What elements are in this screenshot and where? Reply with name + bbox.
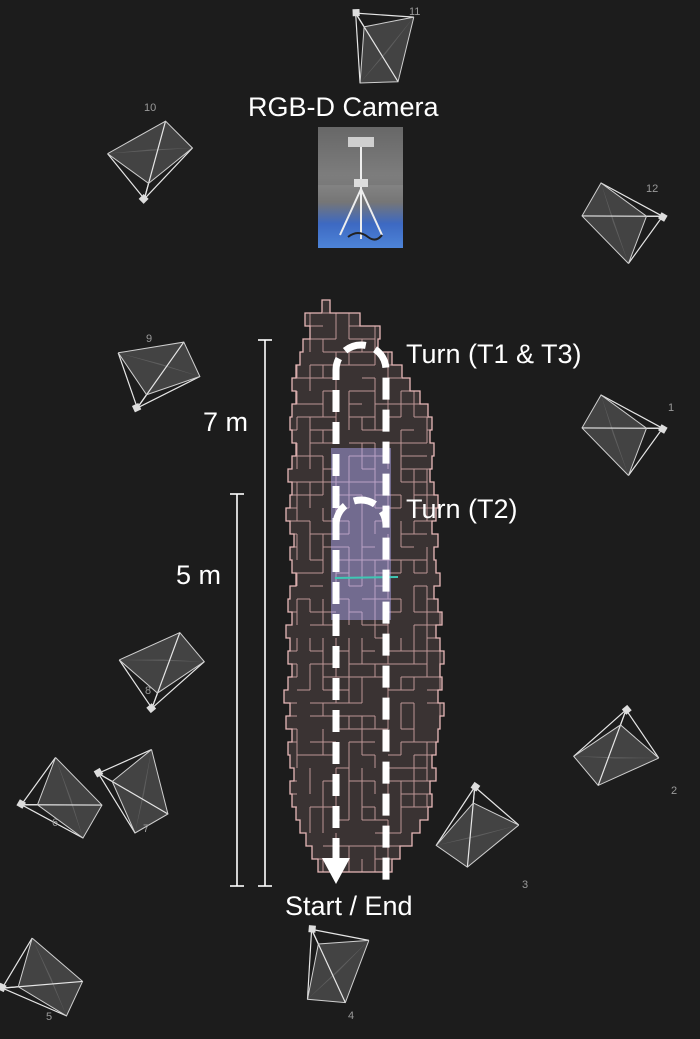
turn-t2-label: Turn (T2) [406, 494, 518, 524]
camera-5-icon [0, 937, 84, 1017]
start-arrow-icon [322, 858, 350, 884]
rgbd-camera-label: RGB-D Camera [248, 92, 439, 122]
floor-grid [283, 299, 445, 873]
walk-path-t1-t3 [332, 341, 390, 882]
camera-9-icon [117, 341, 201, 413]
camera-number-2: 2 [671, 785, 678, 797]
camera-2-icon [572, 704, 660, 787]
motion-capture-cameras [0, 9, 668, 1017]
distance-bracket-5m [230, 493, 244, 887]
camera-11-icon [352, 9, 415, 84]
camera-10-icon [107, 120, 194, 204]
distance-bracket-7m [258, 339, 272, 887]
camera-6-icon [16, 757, 103, 839]
highlight-zone [331, 448, 391, 620]
camera-number-7: 7 [143, 823, 150, 835]
camera-number-8: 8 [145, 685, 152, 697]
distance-7m-label: 7 m [203, 407, 249, 437]
start-end-label: Start / End [285, 891, 413, 921]
walk-path-t2-turn [332, 496, 390, 526]
camera-3-icon [435, 781, 520, 868]
camera-number-11: 11 [409, 6, 421, 18]
camera-number-6: 6 [52, 817, 59, 829]
camera-number-12: 12 [646, 183, 659, 195]
camera-number-1: 1 [668, 402, 675, 414]
camera-number-3: 3 [522, 879, 529, 891]
camera-4-icon [306, 925, 370, 1004]
camera-number-10: 10 [144, 102, 157, 114]
camera-number-4: 4 [348, 1010, 355, 1022]
rgbd-camera-photo [318, 127, 403, 248]
camera-number-9: 9 [146, 333, 153, 345]
turn-t1-t3-label: Turn (T1 & T3) [406, 339, 582, 369]
camera-1-icon [581, 394, 668, 476]
distance-5m-label: 5 m [176, 560, 222, 590]
camera-8-icon [118, 631, 206, 714]
camera-number-5: 5 [46, 1011, 53, 1023]
camera-7-icon [93, 749, 169, 834]
camera-12-icon [581, 182, 668, 264]
